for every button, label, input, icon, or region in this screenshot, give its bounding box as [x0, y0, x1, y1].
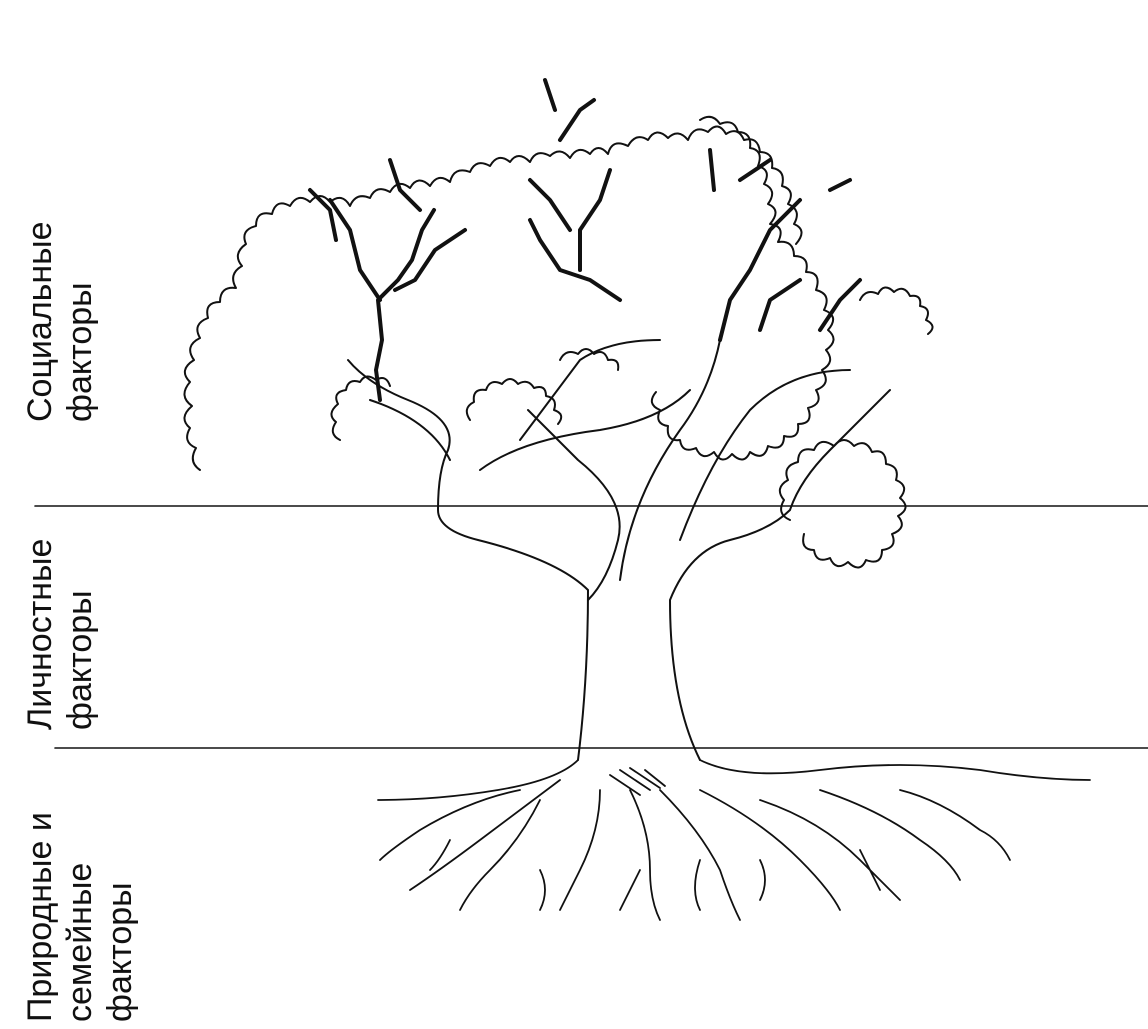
root-center-2 — [630, 790, 660, 920]
bold-branch-12 — [710, 150, 714, 190]
root-fine-4 — [860, 850, 880, 890]
limb-a — [528, 410, 620, 600]
root-fine-5 — [620, 870, 640, 910]
root-fine-3 — [760, 860, 765, 900]
bold-branch-7 — [580, 170, 610, 270]
crown-outline-left — [184, 126, 801, 470]
bold-branch-9 — [560, 100, 594, 140]
limb-e — [370, 400, 450, 460]
label-social-line2: факторы — [60, 221, 100, 422]
label-natural-line3: факторы — [100, 812, 140, 1022]
tree-crown — [184, 117, 932, 568]
inner-leaf-cluster-right — [860, 287, 933, 334]
label-personal-line2: факторы — [60, 539, 100, 730]
label-natural-line2: семейные — [60, 812, 100, 1022]
label-natural-family-factors: Природные и семейные факторы — [20, 812, 140, 1022]
bold-branch-14 — [760, 280, 800, 330]
root-right-4 — [900, 790, 1010, 860]
inner-leaf-cluster-center — [467, 379, 561, 424]
bold-branch-11 — [720, 200, 800, 340]
root-left-1 — [410, 780, 560, 890]
root-fine-1 — [430, 840, 450, 870]
tree-roots — [378, 760, 1090, 920]
bold-branch-6 — [530, 220, 620, 300]
limb-f — [520, 340, 660, 440]
root-base-hatch — [610, 768, 665, 795]
bold-branch-10 — [545, 80, 555, 110]
root-main-right — [700, 760, 1090, 780]
bold-branch-16 — [830, 180, 850, 190]
label-natural-line1: Природные и — [20, 812, 60, 1022]
root-right-1 — [700, 790, 840, 910]
bold-branch-8 — [530, 180, 570, 230]
root-main-left — [378, 760, 578, 800]
label-social-line1: Социальные — [20, 221, 60, 422]
label-personal-line1: Личностные — [20, 539, 60, 730]
bold-branch-2 — [330, 200, 380, 300]
crown-outline-lower-right — [780, 440, 906, 568]
label-social-factors: Социальные факторы — [20, 221, 100, 422]
bold-branch-3 — [395, 230, 465, 290]
crown-outline-right — [652, 117, 834, 460]
root-center-1 — [560, 790, 600, 910]
bold-branches — [310, 80, 860, 400]
trunk-left-edge — [348, 360, 588, 760]
root-left-2 — [460, 800, 540, 910]
root-fine-2 — [695, 860, 700, 910]
limb-d — [480, 390, 690, 470]
label-personal-factors: Личностные факторы — [20, 539, 100, 730]
inner-leaf-cluster-mid — [560, 349, 618, 370]
root-center-3 — [660, 790, 740, 920]
root-fine-6 — [540, 870, 545, 910]
limb-b — [620, 340, 720, 580]
bold-branch-1 — [376, 210, 434, 400]
